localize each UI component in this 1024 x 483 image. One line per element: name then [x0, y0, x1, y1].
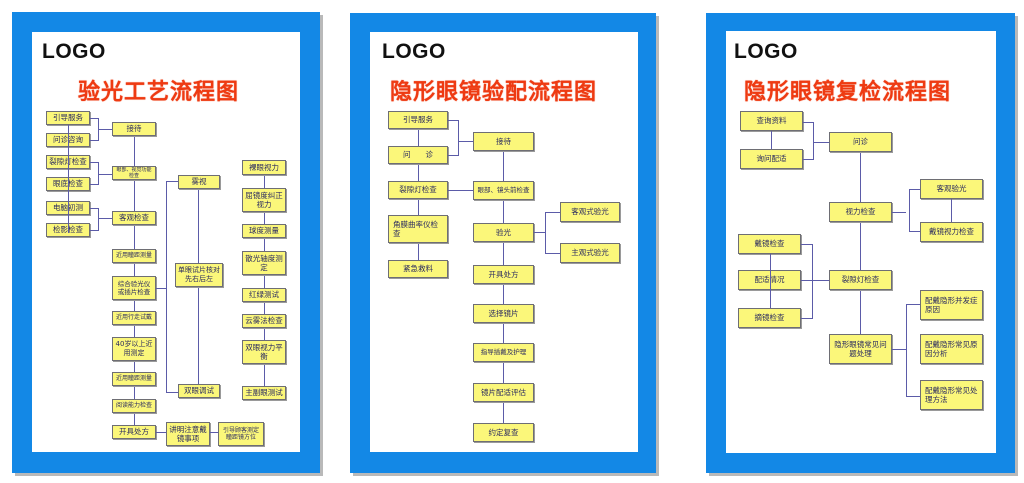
- flow-box: 客观式验光: [560, 202, 620, 222]
- flow-box: 眼部、视觉功能检查: [112, 166, 156, 180]
- poster-title: 隐形眼镜复检流程图: [744, 80, 952, 105]
- flow-box: 雾视: [178, 175, 220, 189]
- flow-box: 阅读能力检查: [112, 399, 156, 413]
- flow-box: 视力检查: [829, 202, 892, 222]
- flow-box: 配适情况: [738, 270, 801, 290]
- flow-box: 接待: [473, 132, 534, 151]
- flow-box: 近用行走试戴: [112, 311, 156, 325]
- logo: LOGO: [734, 40, 798, 63]
- flow-box: 配戴隐形并发症原因: [920, 290, 983, 320]
- flow-box: 问诊: [829, 132, 892, 152]
- flow-box: 客观验光: [920, 179, 983, 199]
- flow-box: 开具处方: [473, 265, 534, 284]
- logo: LOGO: [42, 40, 106, 63]
- flow-box: 近用瞳距测量: [112, 249, 156, 263]
- flow-box: 选择镜片: [473, 304, 534, 323]
- flow-box: 配戴隐形常见原因分析: [920, 334, 983, 364]
- poster-title: 隐形眼镜验配流程图: [390, 80, 598, 105]
- flow-box: 屈镜度纠正视力: [242, 188, 286, 212]
- poster-title: 验光工艺流程图: [78, 80, 240, 105]
- flow-box: 裂隙灯检查: [829, 270, 892, 290]
- flow-box: 引导顾客测定瞳距镜方位: [218, 422, 264, 446]
- flow-box: 询问配适: [740, 149, 803, 169]
- flow-box: 综合验光仪或插片检查: [112, 276, 156, 300]
- flow-box: 红绿测试: [242, 288, 286, 302]
- flow-box: 摘镜检查: [738, 308, 801, 328]
- flow-box: 隐形眼镜常见问题处理: [829, 334, 892, 364]
- flow-box: 单眼试片核对先右后左: [175, 263, 223, 287]
- flow-box: 近用瞳距测量: [112, 372, 156, 386]
- flow-box: 问 诊: [388, 146, 448, 164]
- flow-box: 指导插戴及护理: [473, 343, 534, 362]
- flow-box: 40岁以上近用测定: [112, 337, 156, 361]
- flow-box: 主副眼测试: [242, 386, 286, 400]
- flow-box: 戴镜检查: [738, 234, 801, 254]
- flow-box: 双眼视力平衡: [242, 340, 286, 364]
- flow-box: 裸眼视力: [242, 160, 286, 175]
- flow-box: 角膜曲率仪检查: [388, 215, 448, 243]
- flow-box: 配戴隐形常见处理方法: [920, 380, 983, 410]
- flow-box: 接待: [112, 122, 156, 136]
- flow-box: 戴镜视力检查: [920, 222, 983, 242]
- flow-box: 讲明注意戴镜事项: [166, 422, 210, 446]
- flow-box: 球度测量: [242, 224, 286, 238]
- flow-box: 镜片配适评估: [473, 383, 534, 402]
- flow-box: 裂隙灯检查: [388, 181, 448, 199]
- flow-box: 散光轴度测定: [242, 251, 286, 275]
- flow-box: 眼部、镜头前检查: [473, 181, 534, 200]
- flow-box: 引导服务: [388, 111, 448, 129]
- flow-box: 紧急救料: [388, 260, 448, 278]
- flow-box: 双眼调试: [178, 384, 220, 398]
- flow-box: 验光: [473, 223, 534, 242]
- logo: LOGO: [382, 40, 446, 63]
- flow-box: 引导服务: [46, 111, 90, 125]
- flow-box: 云雾法检查: [242, 314, 286, 328]
- flow-box: 约定复查: [473, 423, 534, 442]
- flow-box: 主观式验光: [560, 243, 620, 263]
- flow-box: 客观检查: [112, 211, 156, 225]
- flow-box: 查询资料: [740, 111, 803, 131]
- flow-box: 开具处方: [112, 425, 156, 439]
